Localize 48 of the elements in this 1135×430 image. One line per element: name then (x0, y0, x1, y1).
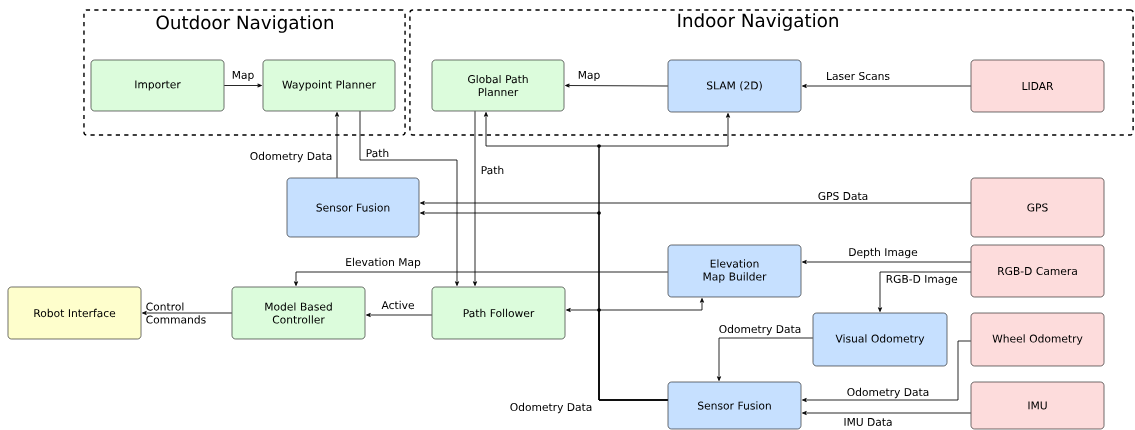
edge-label: Elevation Map (346, 257, 421, 269)
process-box: Visual Odometry (812, 312, 948, 367)
arrow (142, 311, 233, 315)
arrow (802, 340, 972, 402)
arrow (294, 271, 669, 286)
edge-label: Odometry Data (719, 324, 801, 336)
arrow (802, 411, 972, 415)
arrow (598, 298, 704, 401)
process-box: GPS (970, 177, 1105, 238)
process-box: Path Follower (431, 286, 566, 340)
process-box: Elevation Map Builder (667, 244, 802, 298)
edge-label: Odometry Data (510, 402, 592, 414)
edge-label: Map (578, 71, 600, 81)
process-box: Sensor Fusion (286, 177, 420, 238)
arrow (802, 84, 972, 88)
arrow (473, 110, 477, 286)
arrow (359, 110, 459, 286)
process-box: LIDAR (970, 59, 1105, 113)
edge-label: Map (232, 71, 254, 81)
edge-label: RGB-D Image (886, 274, 958, 286)
edge-label: Odometry Data (250, 151, 332, 163)
process-box: Importer (90, 59, 225, 112)
arrow (878, 271, 972, 312)
edge-label: Path (481, 165, 504, 175)
edge-label: IMU Data (844, 418, 892, 426)
arrow (366, 313, 433, 317)
arrow (420, 201, 972, 205)
edge-label: Laser Scans (827, 71, 890, 81)
arrow (223, 83, 262, 88)
process-box: SLAM (2D) (667, 59, 802, 113)
process-box: Robot Interface (7, 286, 142, 340)
process-box: IMU (970, 381, 1105, 430)
edge-label: Path (366, 148, 389, 158)
process-box: Model Based Controller (231, 286, 366, 340)
process-box: Global Path Planner (431, 59, 565, 112)
edge-label: Depth Image (849, 247, 918, 259)
arrow (565, 83, 669, 88)
edge-label: Control Commands (146, 302, 206, 324)
edge-label: Odometry Data (847, 387, 929, 399)
arrow (802, 260, 972, 264)
process-box: Wheel Odometry (970, 312, 1105, 367)
arrow (717, 337, 814, 381)
process-box: Sensor Fusion (667, 381, 802, 430)
edge-label: GPS Data (818, 191, 868, 201)
process-box: Waypoint Planner (262, 59, 396, 112)
arrow (335, 112, 339, 179)
process-box: RGB-D Camera (970, 244, 1105, 298)
edge-label: Active (381, 300, 414, 310)
